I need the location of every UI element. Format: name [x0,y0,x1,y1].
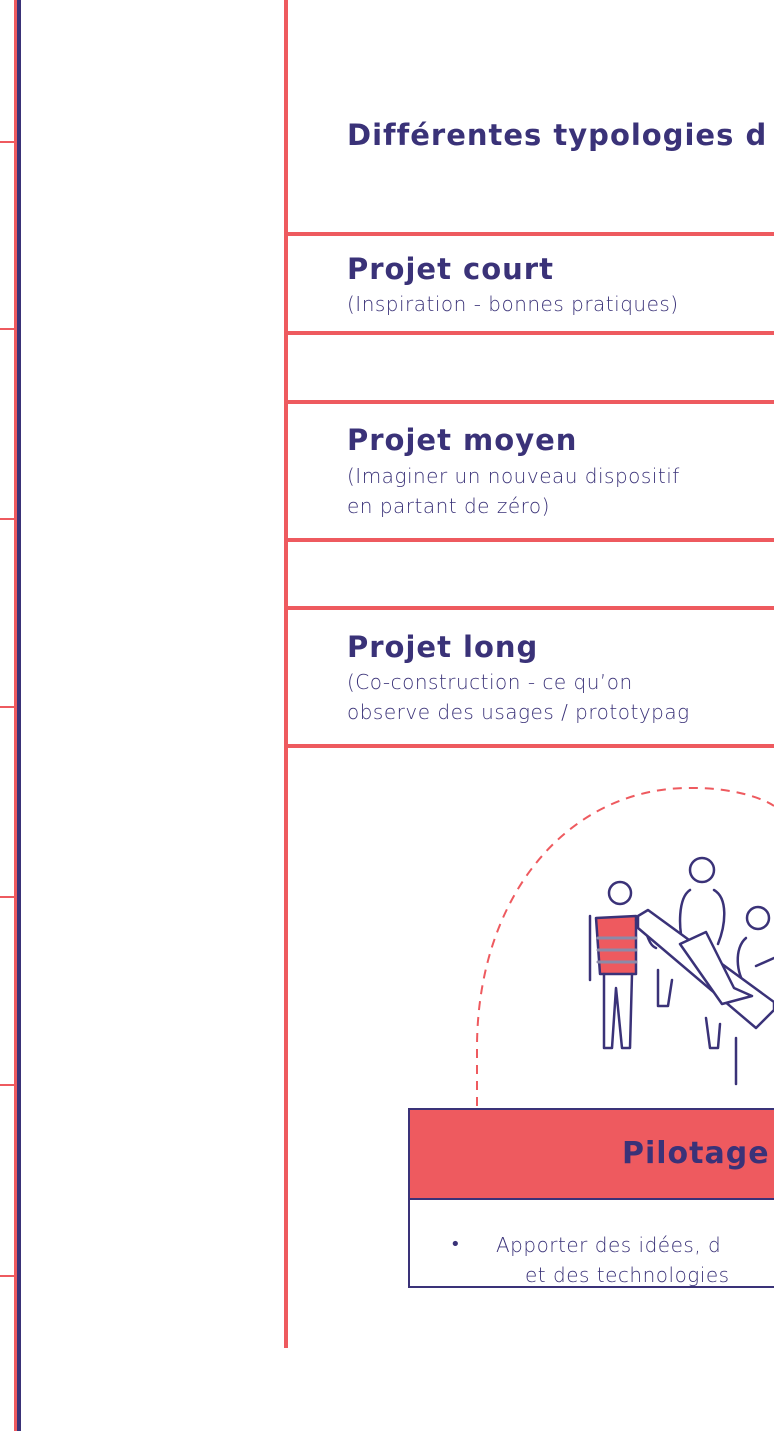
project-medium-subtitle-line2: en partant de zéro) [347,494,550,518]
left-tick [0,518,17,520]
project-long-subtitle-line1: (Co-construction - ce qu’on [347,670,633,694]
divider-line [286,232,774,236]
project-short-subtitle: (Inspiration - bonnes pratiques) [347,292,679,316]
pilotage-header: Pilotage [410,1110,774,1200]
left-tick [0,1275,17,1277]
left-tick [0,706,17,708]
pilotage-text-line1: Apporter des idées, d [496,1233,722,1257]
timeline-vertical-line [284,0,288,1348]
left-tick [0,1084,17,1086]
left-tick [0,896,17,898]
divider-line [286,538,774,542]
pilotage-label: Pilotage [622,1136,770,1171]
bullet-marker: • [450,1234,461,1255]
left-border-navy [17,0,21,1431]
team-meeting-illustration-icon [476,786,774,1106]
divider-line [286,400,774,404]
left-border-red [14,0,17,1431]
divider-line [286,744,774,748]
divider-line [286,606,774,610]
project-short-title: Projet court [347,252,554,286]
project-medium-title: Projet moyen [347,423,578,457]
divider-line [286,331,774,335]
left-tick [0,328,17,330]
project-long-title: Projet long [347,630,539,664]
project-long-subtitle-line2: observe des usages / prototypag [347,700,690,724]
left-tick [0,141,17,143]
section-title: Différentes typologies d [347,118,768,152]
project-medium-subtitle-line1: (Imaginer un nouveau dispositif [347,464,680,488]
pilotage-text-line2: et des technologies [525,1263,730,1287]
pilotage-card: Pilotage • Apporter des idées, d et des … [408,1108,774,1288]
